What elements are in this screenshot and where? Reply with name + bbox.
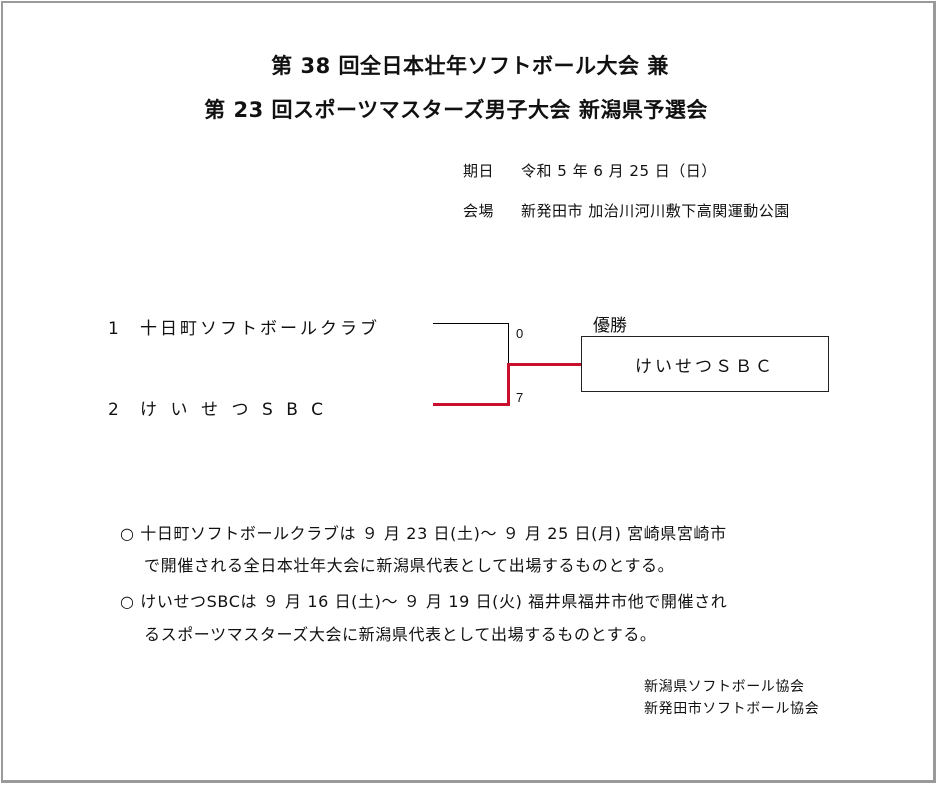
venue-row: 会場 新発田市 加治川河川敷下高関運動公園 — [463, 200, 790, 221]
venue-label: 会場 — [463, 202, 495, 220]
bullet-circle-icon: ○ — [120, 524, 135, 543]
bracket-team-2: 2 けいせつSBC — [108, 395, 337, 420]
title-line-2: 第 23 回スポーツマスターズ男子大会 新潟県予選会 — [204, 98, 708, 122]
note-1-line-1: ○ 十日町ソフトボールクラブは ９ 月 23 日(土)～ ９ 月 25 日(月)… — [120, 524, 727, 543]
score-team-1: 0 — [516, 326, 524, 341]
bracket-line-team2-vertical — [507, 363, 510, 406]
note-2-line-1: ○ けいせつSBCは ９ 月 16 日(土)～ ９ 月 19 日(火) 福井県福… — [120, 592, 728, 611]
bullet-circle-icon: ○ — [120, 592, 135, 611]
bracket-line-team1-horizontal — [433, 323, 509, 324]
bracket-line-team1-vertical — [508, 323, 509, 365]
date-value: 令和 5 年 6 月 25 日（日） — [521, 162, 717, 180]
title-line-1: 第 38 回全日本壮年ソフトボール大会 兼 — [271, 54, 669, 78]
date-label: 期日 — [463, 162, 495, 180]
winner-label: 優勝 — [593, 316, 627, 336]
winner-name: けいせつＳＢＣ — [635, 356, 775, 377]
bracket-line-team2-horizontal — [433, 403, 510, 406]
organizer-1: 新潟県ソフトボール協会 — [644, 679, 805, 695]
bracket-team-1: 1 十日町ソフトボールクラブ — [108, 314, 380, 339]
team-seed: 1 — [108, 319, 122, 339]
team-name: 十日町ソフトボールクラブ — [140, 319, 380, 339]
date-row: 期日 令和 5 年 6 月 25 日（日） — [463, 160, 717, 181]
venue-value: 新発田市 加治川河川敷下高関運動公園 — [521, 202, 790, 220]
score-team-2: 7 — [516, 390, 524, 405]
bracket-line-to-winner — [507, 363, 582, 366]
winner-box: けいせつＳＢＣ — [581, 336, 829, 392]
team-name: けいせつSBC — [140, 400, 337, 420]
team-seed: 2 — [108, 400, 133, 420]
note-2-line-2: るスポーツマスターズ大会に新潟県代表として出場するものとする。 — [144, 625, 657, 644]
organizer-2: 新発田市ソフトボール協会 — [644, 701, 820, 717]
note-1-line-2: で開催される全日本壮年大会に新潟県代表として出場するものとする。 — [144, 556, 675, 575]
